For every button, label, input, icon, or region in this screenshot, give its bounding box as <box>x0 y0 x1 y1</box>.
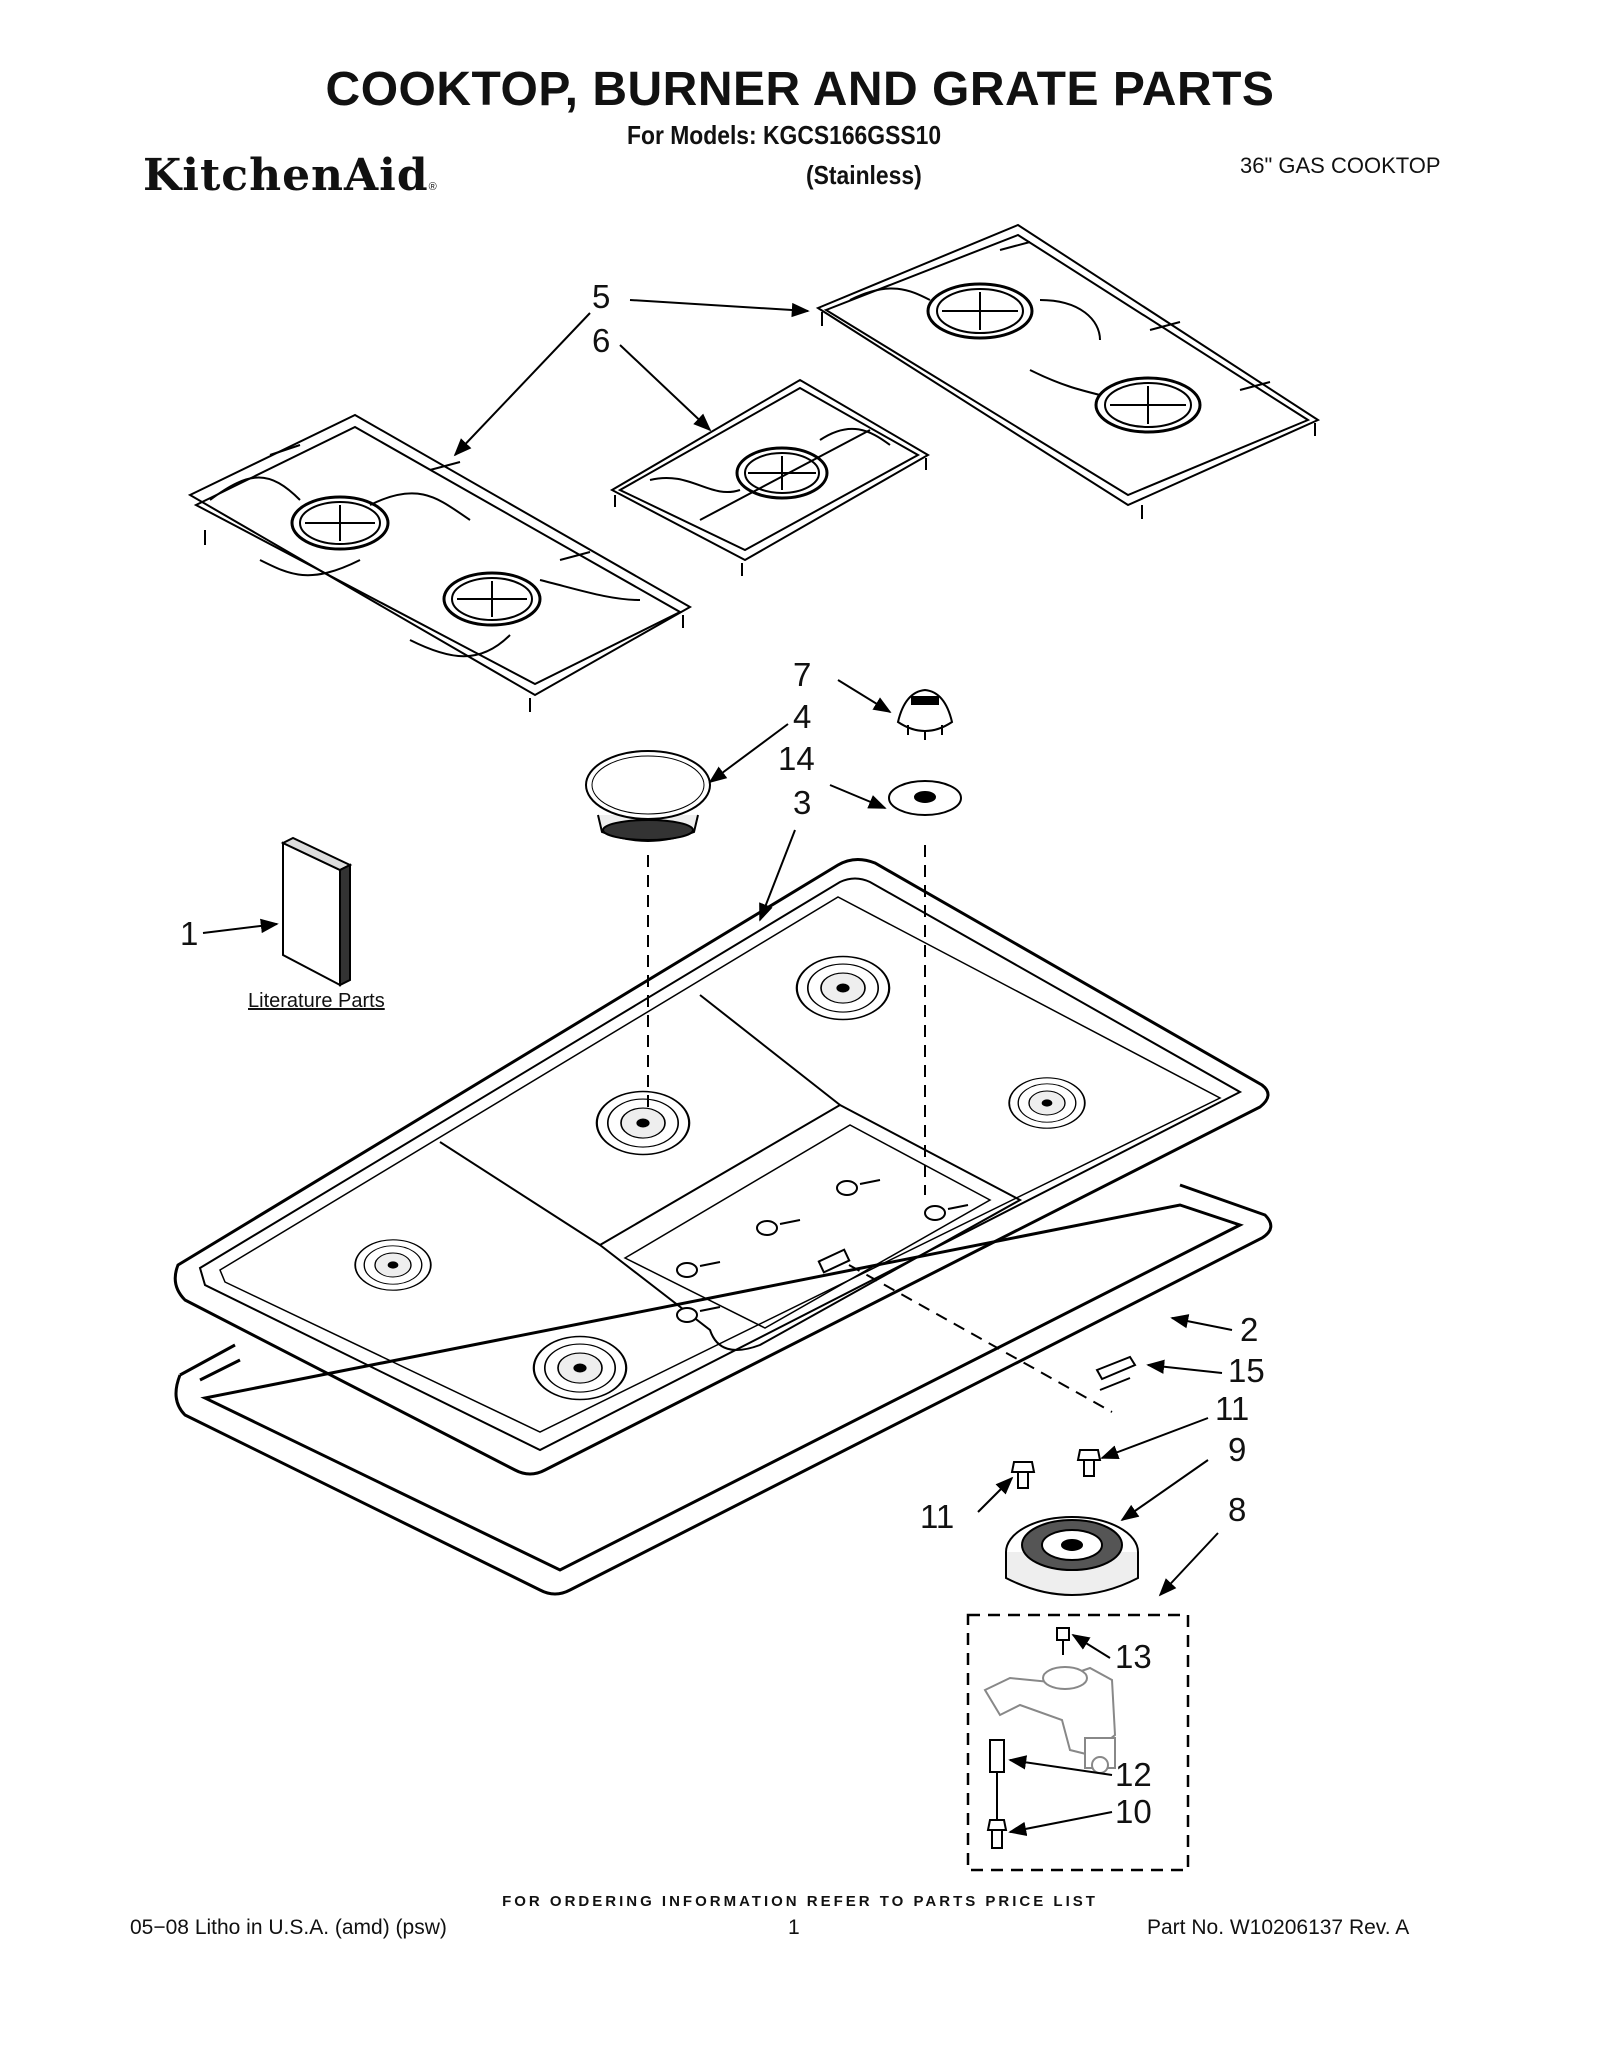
literature-parts-label: Literature Parts <box>248 990 385 1012</box>
callout-15: 15 <box>1228 1352 1265 1389</box>
brand-name: KitchenAid <box>143 150 429 201</box>
finish-label: (Stainless) <box>806 160 922 190</box>
control-knob <box>896 688 954 740</box>
burner-front <box>532 1335 628 1401</box>
screw-left <box>1010 1461 1036 1489</box>
burner-cap <box>585 750 711 842</box>
callout-2: 2 <box>1240 1311 1259 1348</box>
callout-3: 3 <box>793 784 812 821</box>
cooktop-gasket <box>174 1183 1273 1596</box>
left-double-grate <box>187 413 693 712</box>
burner-rear-right <box>795 955 891 1021</box>
callout-7: 7 <box>793 656 812 693</box>
appliance-type: 36" GAS COOKTOP <box>1240 153 1441 178</box>
literature-booklet <box>280 836 353 987</box>
clip-part <box>1095 1355 1137 1391</box>
burner-right <box>1008 1076 1086 1130</box>
callout-14: 14 <box>778 740 815 777</box>
callout-13: 13 <box>1115 1638 1152 1675</box>
ordering-note: FOR ORDERING INFORMATION REFER TO PARTS … <box>502 1893 1098 1910</box>
registered-mark: ® <box>428 181 438 193</box>
callout-5: 5 <box>592 278 611 315</box>
callout-11-left: 11 <box>920 1498 955 1535</box>
knob-bezel <box>888 780 962 816</box>
callout-12: 12 <box>1115 1756 1152 1793</box>
callout-4: 4 <box>793 698 812 735</box>
screw-right <box>1076 1449 1102 1477</box>
callout-10: 10 <box>1115 1793 1152 1830</box>
leader-arrows <box>202 299 1233 1836</box>
page-title: COOKTOP, BURNER AND GRATE PARTS <box>325 63 1275 116</box>
callout-9: 9 <box>1228 1431 1247 1468</box>
middle-single-grate <box>609 378 930 576</box>
burner-left <box>354 1238 432 1292</box>
litho-note: 05−08 Litho in U.S.A. (amd) (psw) <box>130 1916 447 1939</box>
page-number: 1 <box>788 1916 800 1939</box>
right-double-grate <box>815 223 1321 519</box>
models-line: For Models: KGCS166GSS10 <box>627 120 942 150</box>
callout-6: 6 <box>592 322 611 359</box>
knob-holes <box>676 1179 969 1323</box>
brand-logo: KitchenAid® <box>143 150 438 201</box>
callout-1: 1 <box>180 915 199 952</box>
burner-center <box>595 1090 691 1156</box>
callout-8: 8 <box>1228 1491 1247 1528</box>
cooktop-panel <box>173 858 1270 1476</box>
alignment-lines <box>647 845 1113 1413</box>
burner-base <box>1005 1516 1139 1596</box>
part-number: Part No. W10206137 Rev. A <box>1147 1916 1410 1939</box>
valve-assembly-box <box>966 1613 1190 1872</box>
callout-11-right: 11 <box>1215 1390 1250 1427</box>
